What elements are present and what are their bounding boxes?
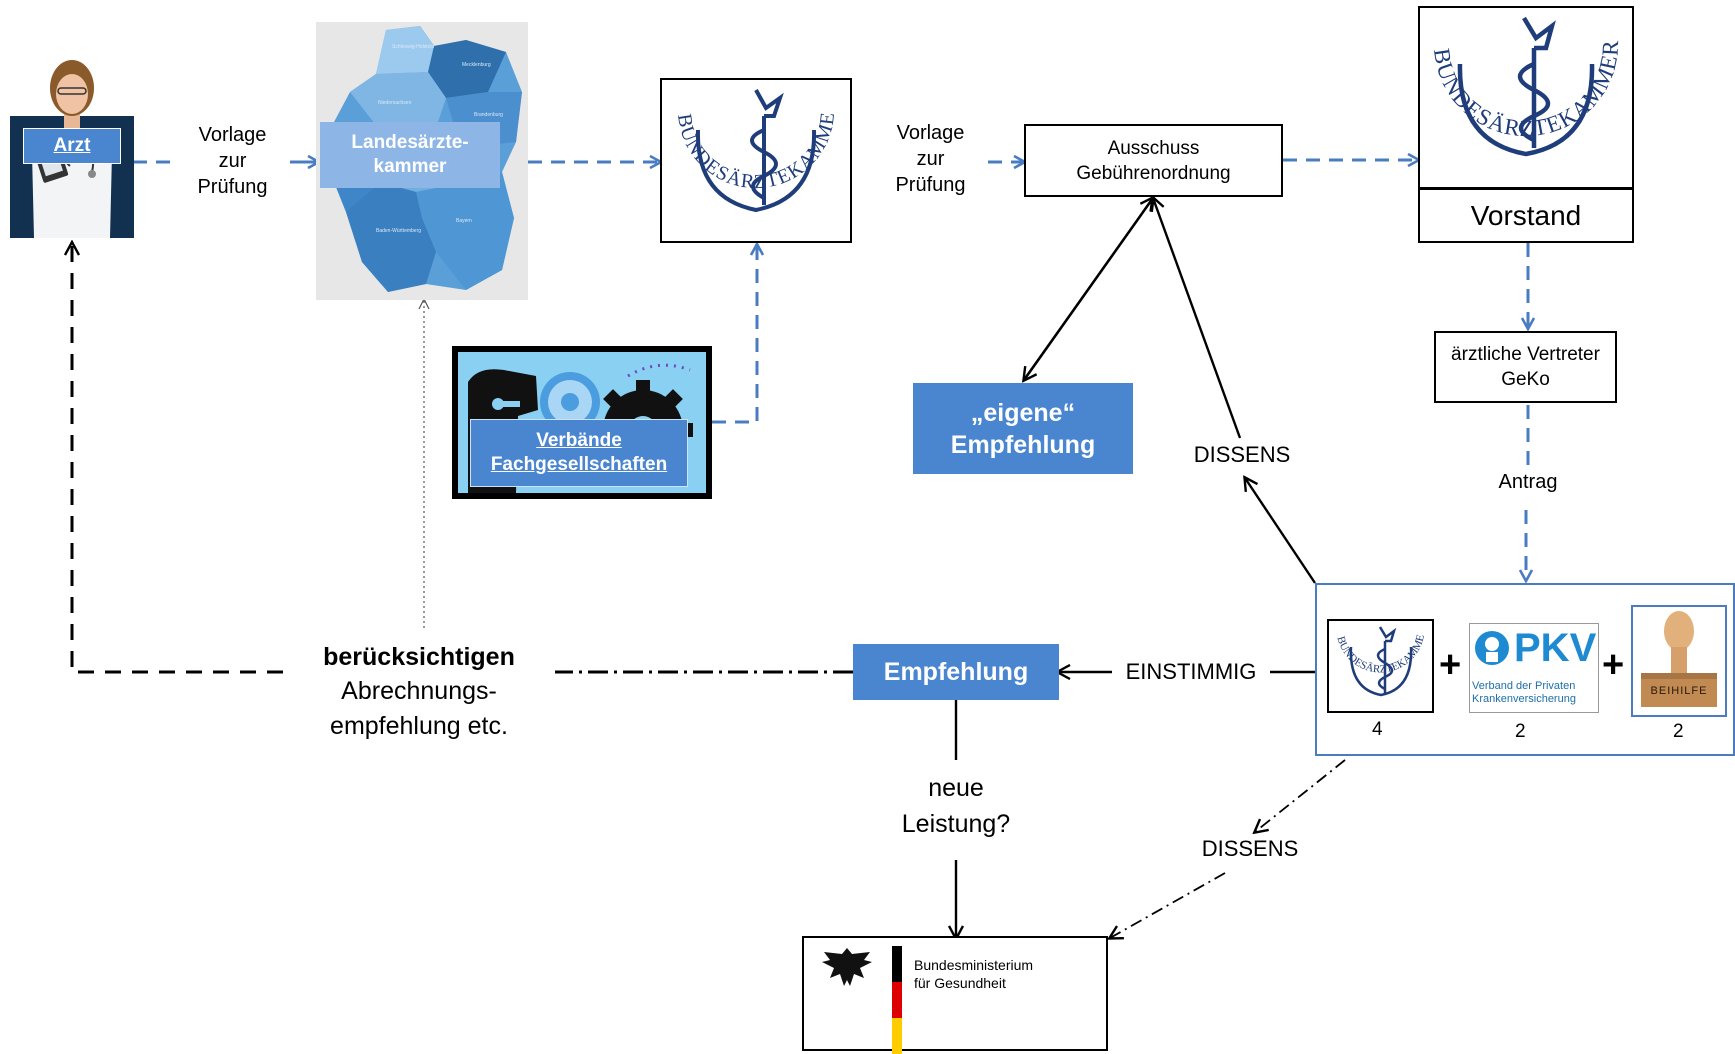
svg-text:BUNDESÄRZTEKAMMER: BUNDESÄRZTEKAMMER [1329,621,1427,676]
verbaende-label-box[interactable]: Verbände Fachgesellschaften [470,419,688,487]
vorstand-box[interactable]: Vorstand [1418,188,1634,243]
federal-eagle-icon [822,948,872,986]
baek-logo-text: BUNDESÄRZTEKAMMER [1429,39,1622,141]
map-region-label: Schleswig-Holstein [392,44,434,50]
bmg-box[interactable]: Bundesministerium für Gesundheit [802,936,1108,1054]
baek-logo: BUNDESÄRZTEKAMMER [662,80,839,213]
stamp-icon [1641,611,1717,707]
flag-gold [892,1018,902,1054]
svg-text:BUNDESÄRZTEKAMMER: BUNDESÄRZTEKAMMER [1429,39,1623,141]
geko-beihilfe-stamp: BEIHILFE [1631,605,1727,717]
map-region-label: Niedersachsen [378,100,412,106]
neue-leistung-label: neue Leistung? [876,770,1036,842]
map-region-label: Brandenburg [474,112,503,118]
landesaerztekammer-node[interactable]: Schleswig-Holstein Mecklenburg Niedersac… [316,22,528,300]
baek-logo-small: BUNDESÄRZTEKAMMER [1329,621,1427,697]
baek-logo-text: BUNDESÄRZTEKAMMER [1329,621,1427,676]
edge-beruecksichtigen-arzt [72,243,283,674]
empfehlung-box[interactable]: Empfehlung [853,644,1059,700]
flag-black [892,946,902,982]
baek-logo-box[interactable]: BUNDESÄRZTEKAMMER [660,78,852,243]
beruecksichtigen-block: berücksichtigen Abrechnungs- empfehlung … [283,640,555,744]
edge-geko-dissens [1245,478,1316,584]
edge-dissens-ausschuss [1153,198,1242,439]
vorstand-logo-box[interactable]: BUNDESÄRZTEKAMMER [1418,6,1634,189]
pkv-logo-text: PKV [1514,626,1597,670]
vorlage-label-1: Vorlage zur Prüfung [197,124,268,198]
baek-count: 4 [1372,719,1383,740]
flag-red [892,982,902,1018]
dissens-label-down: DISSENS [1201,836,1299,861]
beihilfe-count: 2 [1673,721,1684,742]
beruecksichtigen-text: Abrechnungs- empfehlung etc. [330,677,508,740]
edge-geko-dissens-down [1255,759,1346,832]
svg-text:BUNDESÄRZTEKAMMER: BUNDESÄRZTEKAMMER [662,80,839,193]
landesaerztekammer-label[interactable]: Landesärzte- kammer [320,122,500,188]
baek-logo-vorstand: BUNDESÄRZTEKAMMER [1429,16,1623,157]
vorlage-label-2: Vorlage zur Prüfung [895,122,966,196]
map-region-label: Mecklenburg [462,62,491,68]
edge-eigene-ausschuss [1023,198,1153,381]
edge-dissens-bmg [1110,872,1226,938]
geko-baek-logo: BUNDESÄRZTEKAMMER [1327,619,1434,713]
bmg-name: Bundesministerium für Gesundheit [914,957,1034,991]
beihilfe-stamp-text: BEIHILFE [1650,685,1708,697]
verbaende-node[interactable]: Verbände Fachgesellschaften [452,346,712,499]
arzt-link[interactable]: Arzt [53,135,91,156]
pkv-emblem-icon [1475,631,1509,665]
pkv-count: 2 [1515,721,1526,742]
arzt-node[interactable]: Arzt [10,48,134,238]
map-region-label: Bayern [456,218,472,224]
geko-group-box[interactable]: BUNDESÄRZTEKAMMER + PKV Verband der Priv… [1315,583,1735,756]
pkv-subtitle: Verband der Privaten Krankenversicherung [1472,680,1576,705]
eigene-empfehlung-box[interactable]: „eigene“ Empfehlung [913,383,1133,474]
plus-sign-1: + [1439,644,1462,686]
antrag-label: Antrag [1498,471,1558,493]
baek-logo-text: BUNDESÄRZTEKAMMER [662,80,838,193]
verbaende-link[interactable]: Verbände Fachgesellschaften [490,430,668,475]
einstimmig-label: EINSTIMMIG [1125,659,1257,684]
dissens-label-up: DISSENS [1193,442,1291,467]
beruecksichtigen-title: berücksichtigen [323,643,515,671]
arzt-label-box[interactable]: Arzt [23,128,121,164]
geko-pkv-logo: PKV Verband der Privaten Krankenversiche… [1469,623,1599,713]
ausschuss-box[interactable]: Ausschuss Gebührenordnung [1024,124,1283,197]
map-region-label: Baden-Württemberg [376,228,421,234]
edge-verbaende-baek [712,245,757,424]
aerztliche-vertreter-box[interactable]: ärztliche Vertreter GeKo [1434,331,1617,403]
plus-sign-2: + [1602,644,1625,686]
